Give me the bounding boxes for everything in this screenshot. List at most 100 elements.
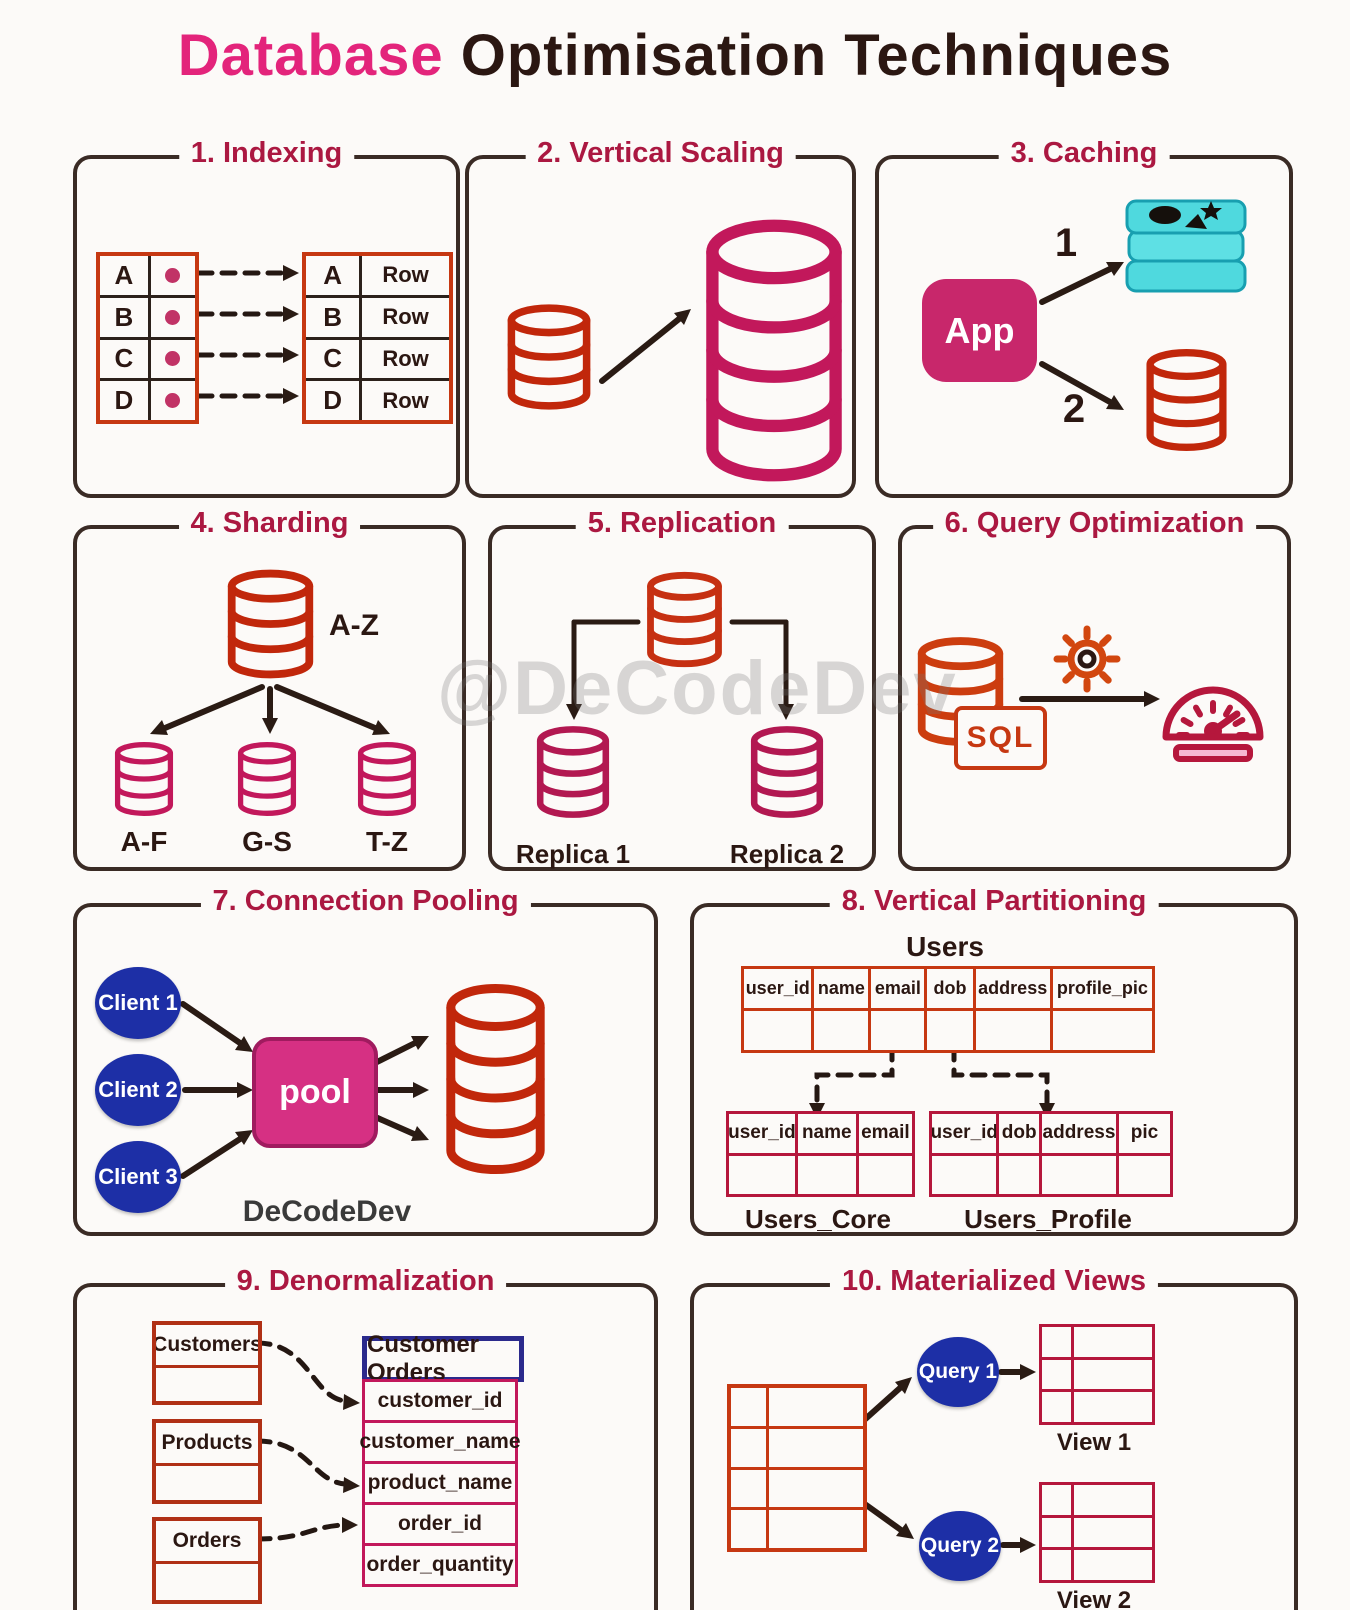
client-node: Client 2 bbox=[95, 1054, 181, 1126]
column-header: user_id bbox=[932, 1114, 997, 1153]
empty-cell bbox=[1052, 1011, 1152, 1050]
panel-replication-title: 5. Replication bbox=[575, 507, 789, 540]
panel-sharding-title: 4. Sharding bbox=[178, 507, 361, 540]
users-table-title: Users bbox=[906, 931, 984, 962]
empty-cell bbox=[769, 1510, 863, 1548]
empty-cell bbox=[1042, 1327, 1072, 1357]
brand-text: DeCodeDev bbox=[242, 1195, 412, 1228]
index-key: D bbox=[100, 381, 148, 420]
empty-cell bbox=[731, 1510, 767, 1548]
panel-sharding: 4. Sharding A-Z A-F G-S T-Z bbox=[73, 507, 466, 871]
empty-cell bbox=[814, 1011, 869, 1050]
client-label: Client 2 bbox=[98, 1077, 178, 1102]
row-value: Row bbox=[362, 297, 449, 337]
panel-denormalization: 9. Denormalization Customers Products Or… bbox=[73, 1265, 658, 1610]
dashed-merge-arrow-icon bbox=[254, 1340, 360, 1542]
column-header: email bbox=[871, 969, 925, 1008]
empty-cell bbox=[999, 1155, 1039, 1194]
panel-replication: 5. Replication Replica 1 Replica 2 bbox=[488, 507, 876, 871]
target-row: order_quantity bbox=[362, 1543, 518, 1587]
client-to-pool-arrow-icon bbox=[180, 1001, 253, 1179]
empty-cell bbox=[975, 1011, 1050, 1050]
replica-label: Replica 1 bbox=[515, 839, 631, 869]
shard-range-label: G-S bbox=[242, 826, 292, 857]
empty-cell bbox=[769, 1469, 863, 1508]
index-pointer bbox=[150, 256, 195, 295]
empty-cell bbox=[932, 1155, 997, 1194]
pointer-dot-icon bbox=[165, 393, 181, 409]
customer-orders-table: customer_id customer_name product_name o… bbox=[359, 1379, 521, 1587]
query-node: Query 2 bbox=[919, 1511, 1001, 1581]
client-node: Client 1 bbox=[95, 967, 181, 1039]
caching-graphic bbox=[1039, 199, 1247, 494]
column-header: dob bbox=[999, 1114, 1039, 1153]
column-header: user_id bbox=[729, 1114, 795, 1153]
pointer-dot-icon bbox=[165, 351, 181, 367]
source-table-label: Customers bbox=[156, 1325, 258, 1365]
panel-query-optimization-title: 6. Query Optimization bbox=[932, 507, 1257, 540]
empty-cell bbox=[731, 1388, 767, 1426]
column-header: name bbox=[814, 969, 869, 1008]
empty-cell bbox=[1119, 1155, 1170, 1194]
column-header: user_id bbox=[744, 969, 812, 1008]
index-table: A B C D bbox=[96, 252, 199, 424]
users-core-title: Users_Core bbox=[745, 1204, 891, 1234]
row-key: D bbox=[306, 381, 360, 420]
empty-cell bbox=[769, 1388, 863, 1426]
empty-cell bbox=[871, 1011, 925, 1050]
empty-cell bbox=[731, 1428, 767, 1467]
row-value: Row bbox=[362, 339, 449, 379]
empty-cell bbox=[927, 1011, 973, 1050]
empty-cell bbox=[156, 1564, 258, 1600]
panel-vertical-scaling: 2. Vertical Scaling bbox=[465, 137, 856, 498]
panel-materialized-views-title: 10. Materialized Views bbox=[829, 1265, 1159, 1298]
row-value: Row bbox=[362, 256, 449, 295]
small-database-icon bbox=[511, 308, 586, 406]
panel-vertical-partitioning-title: 8. Vertical Partitioning bbox=[829, 885, 1159, 918]
optimize-arrow-icon bbox=[1019, 691, 1160, 707]
column-header: name bbox=[797, 1114, 856, 1153]
column-header: pic bbox=[1119, 1114, 1170, 1153]
empty-cell bbox=[1074, 1359, 1152, 1390]
panel-connection-pooling-title: 7. Connection Pooling bbox=[200, 885, 531, 918]
materialized-views-arrows bbox=[859, 1364, 1036, 1553]
empty-cell bbox=[729, 1155, 795, 1194]
source-table-label: Orders bbox=[156, 1521, 258, 1561]
empty-cell bbox=[1042, 1517, 1072, 1548]
shard-range-label: T-Z bbox=[366, 826, 408, 857]
empty-cell bbox=[1074, 1327, 1152, 1357]
empty-cell bbox=[1074, 1392, 1152, 1422]
empty-cell bbox=[731, 1469, 767, 1508]
page-title-rest: Optimisation Techniques bbox=[443, 23, 1173, 88]
primary-database-icon bbox=[651, 575, 719, 663]
empty-cell bbox=[1074, 1550, 1152, 1580]
pool-label: pool bbox=[279, 1073, 351, 1111]
empty-cell bbox=[769, 1428, 863, 1467]
empty-cell bbox=[1041, 1155, 1116, 1194]
query-label: Query 2 bbox=[920, 1534, 1000, 1557]
column-header: email bbox=[858, 1114, 912, 1153]
index-key: B bbox=[100, 297, 148, 337]
large-database-icon bbox=[712, 226, 835, 475]
index-key: C bbox=[100, 339, 148, 379]
source-table-orders: Orders bbox=[152, 1517, 262, 1604]
indexing-arrows bbox=[196, 265, 299, 404]
empty-cell bbox=[1042, 1485, 1072, 1515]
target-row: order_id bbox=[362, 1502, 518, 1546]
panel-caching: 3. Caching App 1 2 bbox=[875, 137, 1293, 498]
empty-cell bbox=[156, 1466, 258, 1500]
shard-arrow-icon bbox=[150, 684, 390, 735]
replica-database-icon bbox=[754, 729, 820, 814]
empty-cell bbox=[1074, 1485, 1152, 1515]
pool-to-db-arrow-icon bbox=[370, 1036, 429, 1141]
empty-cell bbox=[1042, 1359, 1072, 1390]
index-pointer bbox=[150, 381, 195, 420]
query-node: Query 1 bbox=[917, 1337, 999, 1407]
view-label: View 2 bbox=[1056, 1587, 1132, 1610]
target-row: customer_name bbox=[359, 1420, 521, 1464]
users-profile-table: user_id dob address pic bbox=[929, 1111, 1173, 1197]
panel-vertical-partitioning: 8. Vertical Partitioning Users user_id n… bbox=[690, 885, 1298, 1236]
column-header: profile_pic bbox=[1052, 969, 1152, 1008]
empty-cell bbox=[1042, 1550, 1072, 1580]
